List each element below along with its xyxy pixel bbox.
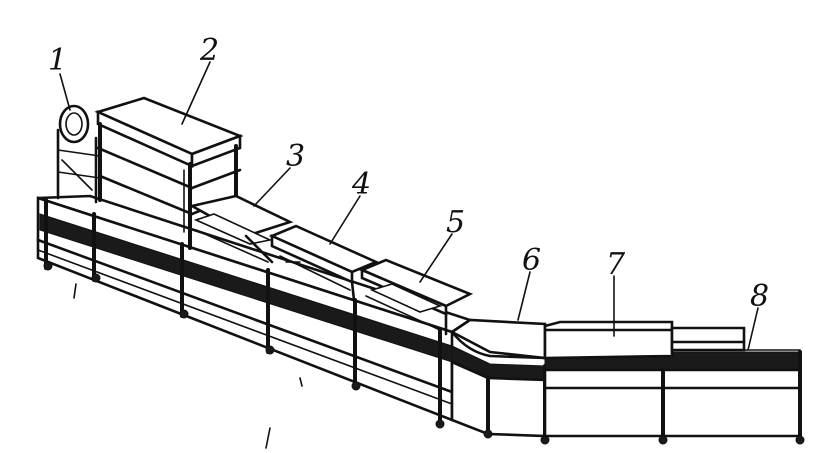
unit-7-tunnel-enclosure	[543, 320, 674, 360]
label-6: 6	[522, 243, 541, 278]
unit-1-coil-frame	[56, 104, 101, 204]
main-conveyor-base	[36, 194, 473, 429]
end-conveyor-section	[543, 350, 805, 445]
unit-4-workstation	[268, 224, 380, 302]
scan-marks	[73, 283, 303, 449]
label-1: 1	[48, 43, 67, 78]
unit-2-multi-tier-stand	[94, 96, 244, 250]
label-4: 4	[351, 167, 371, 202]
unit-3-workstation	[188, 194, 294, 264]
leader-lines	[59, 61, 759, 351]
label-5: 5	[446, 205, 465, 240]
curved-conveyor-section	[449, 318, 550, 445]
label-8: 8	[750, 279, 769, 314]
unit-8-output-unit	[670, 326, 801, 352]
label-7: 7	[606, 247, 626, 282]
callout-labels: 1 2 3 4 5 6 7 8	[48, 33, 769, 314]
unit-5-workstation	[358, 258, 474, 336]
label-3: 3	[286, 139, 305, 174]
label-2: 2	[199, 33, 219, 68]
